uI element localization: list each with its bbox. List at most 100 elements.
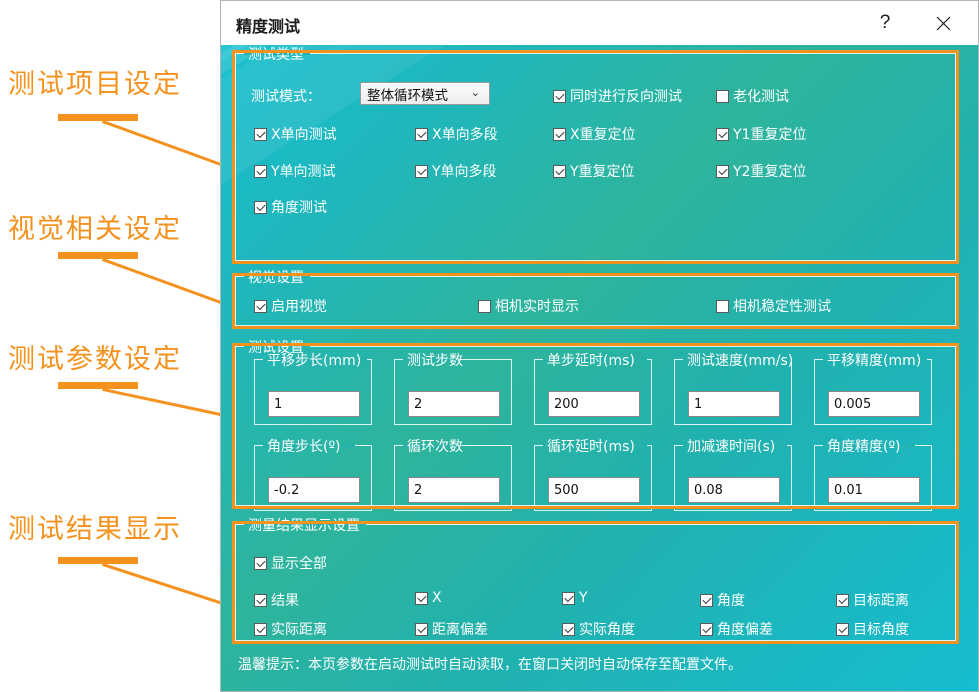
checkbox-result-8[interactable]: 距离偏差 (415, 619, 488, 639)
checkbox-label: 结果 (271, 593, 299, 609)
checkbox-test-type-6[interactable]: Y1重复定位 (716, 124, 806, 144)
checkbox-label: 显示全部 (271, 556, 327, 572)
annotation-label-1: 测试项目设定 (8, 69, 182, 99)
field-group-caption: 测试速度(mm/s) (687, 353, 794, 369)
test-mode-combo[interactable]: 整体循环模式⌄ (360, 82, 490, 105)
field-group-caption: 循环次数 (407, 439, 463, 455)
checkbox-result-1[interactable]: 显示全部 (254, 553, 327, 573)
question-mark-icon: ? (879, 12, 891, 33)
help-button[interactable]: ? (862, 1, 908, 45)
checkbox-result-2[interactable]: 结果 (254, 590, 299, 610)
text-input-value: 1 (274, 396, 283, 412)
annotation-label-2: 视觉相关设定 (8, 214, 182, 244)
text-input-value: 0.01 (834, 482, 863, 498)
checkbox-result-7[interactable]: 实际距离 (254, 619, 327, 639)
checkbox-label: 距离偏差 (432, 622, 488, 638)
checkbox-label: Y重复定位 (570, 164, 635, 180)
checkbox-box (415, 164, 428, 178)
text-input-3[interactable]: 200 (548, 391, 640, 417)
checkbox-vision-3[interactable]: 相机稳定性测试 (716, 296, 831, 316)
field-group-caption: 角度精度(º) (827, 439, 901, 455)
checkbox-vision-1[interactable]: 启用视觉 (254, 296, 327, 316)
annotation-underline-4 (58, 557, 138, 564)
text-input-5[interactable]: 0.005 (828, 391, 920, 417)
checkbox-test-type-9[interactable]: Y重复定位 (553, 161, 635, 181)
text-input-10[interactable]: 0.01 (828, 477, 920, 503)
checkbox-test-type-1[interactable]: 同时进行反向测试 (553, 86, 682, 106)
text-input-value: 1 (694, 396, 703, 412)
test-type-group: 测试类型 (235, 47, 956, 261)
checkbox-result-5[interactable]: 角度 (700, 590, 745, 610)
checkbox-result-11[interactable]: 目标角度 (836, 619, 909, 639)
close-button[interactable] (920, 1, 966, 45)
checkbox-label: 角度测试 (271, 200, 327, 216)
test-type-group-caption-mask (244, 53, 310, 55)
checkbox-label: 角度 (717, 593, 745, 609)
field-group-caption: 单步延时(ms) (547, 353, 635, 369)
checkbox-test-type-7[interactable]: Y单向测试 (254, 161, 336, 181)
checkbox-label: 目标角度 (853, 622, 909, 638)
checkbox-box (562, 622, 575, 636)
annotation-leader-3 (102, 388, 231, 418)
text-input-8[interactable]: 500 (548, 477, 640, 503)
checkbox-test-type-3[interactable]: X单向测试 (254, 124, 337, 144)
checkbox-result-6[interactable]: 目标距离 (836, 590, 909, 610)
checkbox-label: X单向测试 (271, 127, 337, 143)
text-input-4[interactable]: 1 (688, 391, 780, 417)
checkbox-test-type-2[interactable]: 老化测试 (716, 86, 789, 106)
checkbox-box (254, 200, 267, 214)
checkbox-label: 目标距离 (853, 593, 909, 609)
checkbox-box (700, 593, 713, 607)
text-input-1[interactable]: 1 (268, 391, 360, 417)
checkbox-result-4[interactable]: Y (562, 590, 588, 606)
checkbox-label: 相机稳定性测试 (733, 299, 831, 315)
field-caption-mask (263, 445, 355, 447)
field-caption-mask (543, 445, 647, 447)
field-caption-mask (823, 445, 915, 447)
field-group-2: 测试步数 (394, 353, 512, 425)
checkbox-test-type-4[interactable]: X单向多段 (415, 124, 498, 144)
annotation-leader-1 (101, 120, 226, 168)
window-title: 精度测试 (236, 17, 301, 36)
checkbox-box (478, 299, 491, 313)
checkbox-test-type-10[interactable]: Y2重复定位 (716, 161, 806, 181)
text-input-9[interactable]: 0.08 (688, 477, 780, 503)
field-group-10: 角度精度(º) (814, 439, 932, 511)
annotation-leader-4 (102, 563, 232, 608)
annotation-label-3: 测试参数设定 (8, 344, 182, 374)
checkbox-test-type-8[interactable]: Y单向多段 (415, 161, 497, 181)
footer-hint: 温馨提示：本页参数在启动测试时自动读取，在窗口关闭时自动保存至配置文件。 (238, 657, 742, 673)
checkbox-box (553, 89, 566, 103)
checkbox-box (254, 593, 267, 607)
checkbox-label: 老化测试 (733, 89, 789, 105)
text-input-value: 2 (414, 396, 423, 412)
checkbox-label: X单向多段 (432, 127, 498, 143)
checkbox-vision-2[interactable]: 相机实时显示 (478, 296, 579, 316)
annotation-underline-1 (58, 114, 138, 121)
text-input-6[interactable]: -0.2 (268, 477, 360, 503)
field-group-caption: 循环延时(ms) (547, 439, 635, 455)
test-settings-group-caption-mask (244, 346, 310, 348)
checkbox-box (254, 556, 267, 570)
text-input-7[interactable]: 2 (408, 477, 500, 503)
checkbox-result-3[interactable]: X (415, 590, 442, 606)
vision-group-caption: 视觉设置 (248, 270, 304, 286)
checkbox-test-type-5[interactable]: X重复定位 (553, 124, 636, 144)
checkbox-label: 实际距离 (271, 622, 327, 638)
text-input-value: 0.005 (834, 396, 872, 412)
checkbox-test-type-11[interactable]: 角度测试 (254, 197, 327, 217)
field-caption-mask (823, 359, 927, 361)
checkbox-box (716, 299, 729, 313)
field-group-8: 循环延时(ms) (534, 439, 652, 511)
checkbox-label: X (432, 590, 442, 606)
checkbox-label: 启用视觉 (271, 299, 327, 315)
checkbox-box (415, 127, 428, 141)
text-input-value: 200 (554, 396, 579, 412)
checkbox-result-10[interactable]: 角度偏差 (700, 619, 773, 639)
text-input-value: 2 (414, 482, 423, 498)
text-input-2[interactable]: 2 (408, 391, 500, 417)
checkbox-result-9[interactable]: 实际角度 (562, 619, 635, 639)
checkbox-label: Y单向多段 (432, 164, 497, 180)
chevron-down-icon: ⌄ (470, 87, 480, 99)
annotation-label-4: 测试结果显示 (8, 514, 182, 544)
